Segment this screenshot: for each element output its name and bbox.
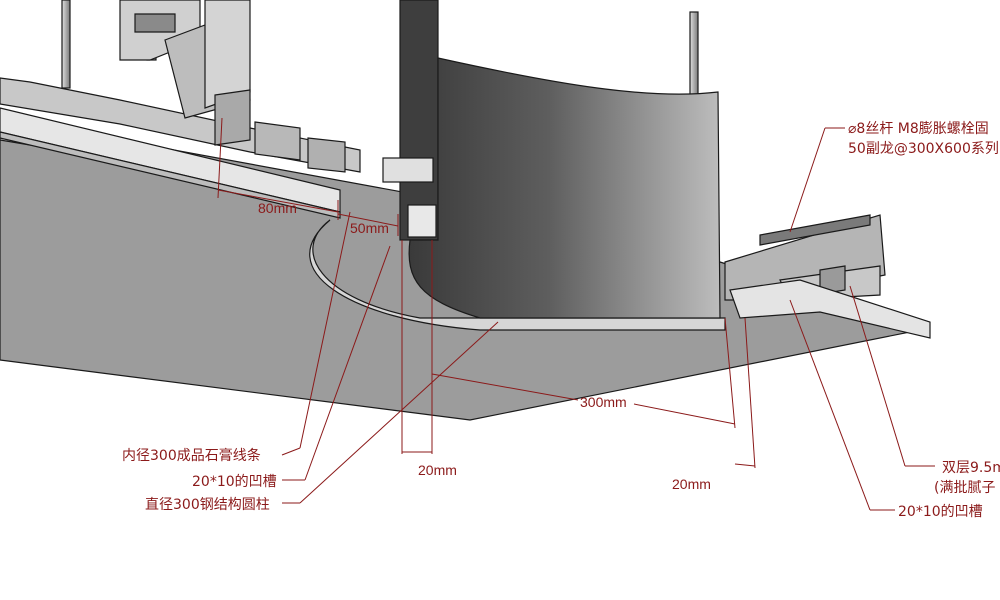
column-base-ring: [309, 219, 726, 331]
hanger-rod-right: [689, 11, 699, 103]
label-right-groove: 20*10的凹槽: [898, 504, 983, 520]
dim-80mm: 80mm: [258, 200, 297, 216]
label-double-gypsum: 双层9.5m: [942, 460, 1000, 476]
label-secondary-keel: 50副龙@300X600系列: [848, 141, 999, 157]
dim-50mm: 50mm: [350, 220, 389, 236]
dim-20mm-left: 20mm: [418, 462, 457, 478]
label-putty: (满批腻子: [934, 480, 995, 496]
hanger-rod-left: [61, 0, 71, 89]
dim-300mm: 300mm: [580, 394, 627, 410]
label-steel-column: 直径300钢结构圆柱: [145, 496, 270, 513]
label-left-groove: 20*10的凹槽: [192, 474, 277, 490]
right-framing: [724, 214, 886, 301]
steel-column: [408, 57, 721, 319]
left-framing: [0, 0, 361, 173]
label-gypsum-molding: 内径300成品石膏线条: [122, 447, 261, 464]
column-collar: [407, 204, 437, 238]
label-threaded-rod: ⌀8丝杆 M8膨胀螺栓固: [848, 120, 989, 137]
dim-20mm-right: 20mm: [672, 476, 711, 492]
column-cap-block: [382, 157, 434, 183]
annotation-lines: [217, 117, 935, 511]
right-gypsum-board: [729, 279, 931, 339]
column-back-post: [399, 0, 439, 241]
